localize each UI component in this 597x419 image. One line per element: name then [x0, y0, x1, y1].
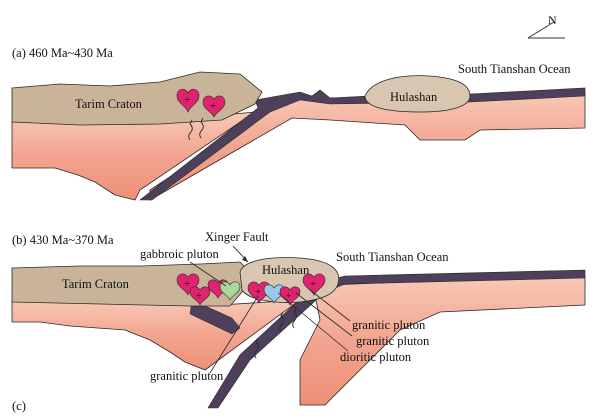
panel-b-ocean-label: South Tianshan Ocean	[336, 250, 449, 264]
mantle-lithosphere-b-right	[300, 276, 585, 405]
panel-a-tarim-label: Tarim Craton	[75, 97, 143, 111]
dioritic-pluton-label: dioritic pluton	[340, 350, 412, 364]
mantle-lithosphere-b-left	[12, 300, 300, 370]
svg-text:+: +	[310, 278, 316, 290]
panel-a: (a) 460 Ma~430 Ma South Tianshan Ocean T…	[12, 46, 585, 200]
panel-b-hulashan-label: Hulashan	[262, 263, 310, 277]
panel-a-title: (a) 460 Ma~430 Ma	[12, 46, 113, 60]
svg-text:+: +	[210, 100, 216, 112]
svg-text:+: +	[184, 278, 190, 290]
gabbroic-pluton-label: gabbroic pluton	[140, 247, 220, 261]
panel-c-title: (c)	[12, 399, 26, 413]
north-arrow-icon: N	[528, 13, 565, 38]
svg-text:+: +	[184, 94, 190, 106]
granitic-pluton-label-3: granitic pluton	[150, 369, 224, 383]
panel-b-tarim-label: Tarim Craton	[62, 277, 130, 291]
north-label: N	[548, 13, 557, 27]
granitic-pluton-label-2: granitic pluton	[356, 334, 430, 348]
xinger-fault-label: Xinger Fault	[205, 230, 269, 244]
granitic-pluton-label-1: granitic pluton	[352, 318, 426, 332]
panel-b: (b) 430 Ma~370 Ma Xinger Fault South Tia…	[12, 230, 585, 408]
panel-a-hulashan-label: Hulashan	[390, 90, 438, 104]
svg-text:+: +	[196, 291, 202, 302]
panel-a-ocean-label: South Tianshan Ocean	[458, 62, 571, 76]
panel-b-title: (b) 430 Ma~370 Ma	[12, 233, 114, 247]
